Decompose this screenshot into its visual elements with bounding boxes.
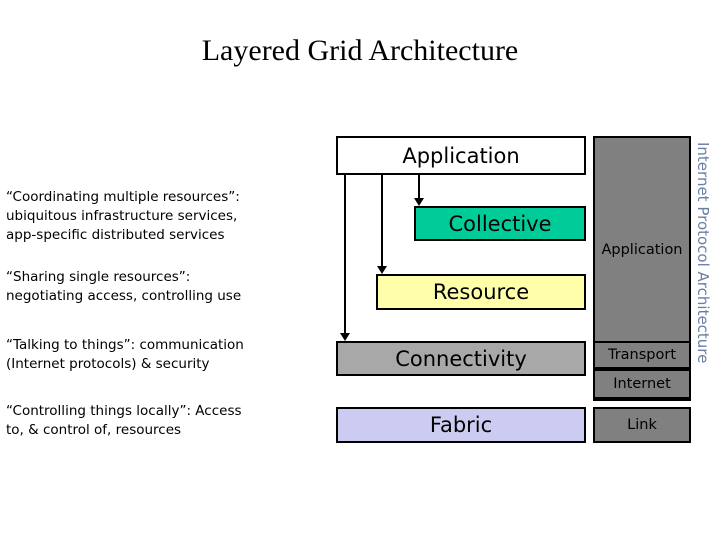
arrow-application-to-collective-line: [418, 175, 420, 200]
ip-stack-link-box[interactable]: Link: [593, 407, 691, 443]
ip-stack-internet-box[interactable]: Internet: [593, 369, 691, 399]
layer-collective[interactable]: Collective: [414, 206, 586, 241]
ip-stack-application-label: Application: [601, 242, 683, 258]
description-line: app-specific distributed services: [6, 227, 225, 243]
description-line: “Coordinating multiple resources”:: [6, 189, 240, 205]
description-line: (Internet protocols) & security: [6, 356, 210, 372]
ip-stack-link-label: Link: [627, 417, 657, 433]
description-line: to, & control of, resources: [6, 422, 182, 438]
layer-resource-label: Resource: [432, 280, 530, 304]
arrow-application-to-connectivity-head: [340, 333, 350, 341]
layer-connectivity[interactable]: Connectivity: [336, 341, 586, 376]
layer-connectivity-label: Connectivity: [395, 346, 527, 371]
layer-application-label: Application: [402, 143, 520, 168]
arrow-application-to-connectivity-line: [344, 175, 346, 335]
connectivity-description: “Talking to things”: communication (Inte…: [6, 336, 336, 374]
layer-fabric[interactable]: Fabric: [336, 407, 586, 443]
ip-stack-transport-box[interactable]: Transport: [593, 341, 691, 369]
ip-stack-internet-label: Internet: [613, 376, 671, 392]
arrow-application-to-resource-head: [377, 266, 387, 274]
description-line: ubiquitous infrastructure services,: [6, 208, 238, 224]
description-line: “Sharing single resources”:: [6, 269, 191, 285]
description-line: “Controlling things locally”: Access: [6, 403, 242, 419]
collective-description: “Coordinating multiple resources”: ubiqu…: [6, 188, 332, 245]
ip-stack-transport-label: Transport: [607, 347, 677, 363]
page-title: Layered Grid Architecture: [201, 34, 519, 67]
layer-collective-label: Collective: [448, 211, 552, 236]
layer-fabric-label: Fabric: [429, 413, 493, 437]
description-line: negotiating access, controlling use: [6, 288, 242, 304]
resource-description: “Sharing single resources”: negotiating …: [6, 268, 332, 306]
ip-stack-caption: Internet Protocol Architecture: [694, 142, 712, 364]
fabric-description: “Controlling things locally”: Access to,…: [6, 402, 336, 440]
description-line: “Talking to things”: communication: [6, 337, 244, 353]
arrow-application-to-resource-line: [381, 175, 383, 268]
layer-resource[interactable]: Resource: [376, 274, 586, 310]
layer-application[interactable]: Application: [336, 136, 586, 175]
arrow-application-to-collective-head: [414, 198, 424, 206]
